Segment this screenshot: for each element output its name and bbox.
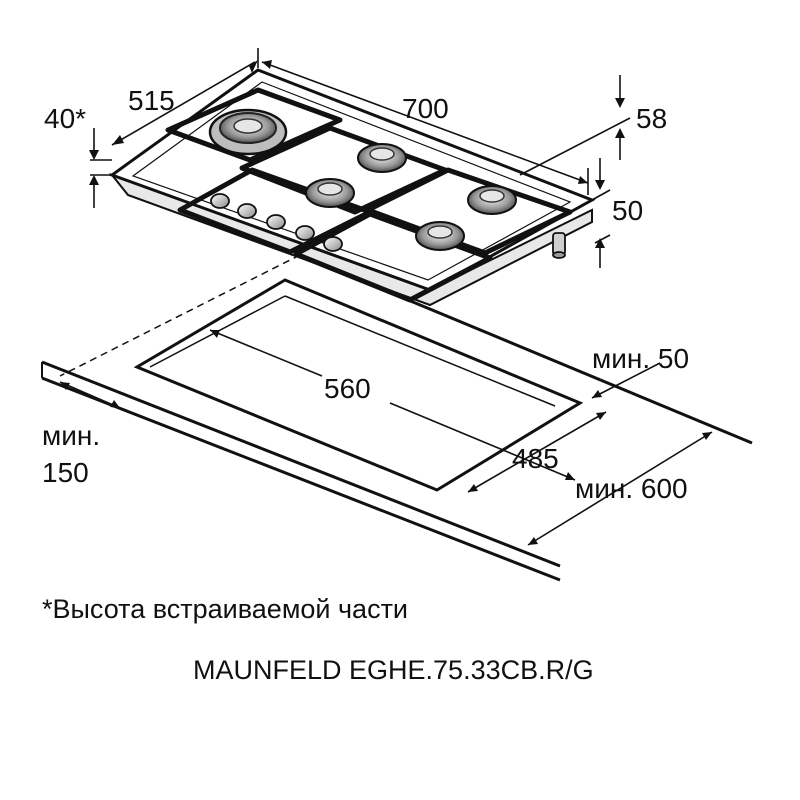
countertop-hidden-edge <box>59 254 301 377</box>
knob-2 <box>237 203 257 219</box>
dim-min-front-line <box>59 381 121 409</box>
grate-right-back <box>365 167 573 256</box>
label-min-front-value: 150 <box>42 457 89 488</box>
dim-width-line <box>261 61 589 184</box>
knob-1 <box>210 193 230 209</box>
countertop-front-edge-bottom <box>41 376 561 582</box>
model-name: MAUNFELD EGHE.75.33CB.R/G <box>193 655 594 685</box>
label-min-side: мин. 50 <box>592 343 689 374</box>
knob-5 <box>323 236 343 252</box>
dim-cutout-depth-line <box>467 411 607 493</box>
dim-side-height-line <box>591 189 611 201</box>
cutout-outline <box>133 278 584 492</box>
label-min-front: мин. <box>42 420 100 451</box>
dimension-lines <box>59 48 713 546</box>
label-side-height: 50 <box>612 195 643 226</box>
gas-connector <box>552 232 566 259</box>
label-depth: 515 <box>128 85 175 116</box>
label-min-depth: мин. 600 <box>575 473 688 504</box>
burner-center-front <box>305 178 355 208</box>
dim-min-side-line <box>591 362 661 399</box>
burner-right-back <box>467 185 517 215</box>
burner-large <box>208 108 288 156</box>
knob-3 <box>266 214 286 230</box>
grate-left <box>165 87 343 163</box>
cutout-inner-edge <box>284 295 556 407</box>
label-top-offset: 58 <box>636 103 667 134</box>
label-width: 700 <box>402 93 449 124</box>
control-knobs <box>210 193 343 252</box>
dim-top-offset-line <box>519 117 631 176</box>
label-cutout-width: 560 <box>324 373 371 404</box>
countertop <box>41 253 753 582</box>
label-height-star: 40* <box>44 103 86 134</box>
knob-4 <box>295 225 315 241</box>
label-cutout-depth: 485 <box>512 443 559 474</box>
cooktop <box>108 68 596 307</box>
dim-cutout-width-line <box>209 329 323 377</box>
countertop-front-edge-top <box>41 360 561 568</box>
dim-min-depth-line <box>527 431 713 546</box>
dimension-arrowheads <box>60 60 712 545</box>
dim-depth-line <box>111 61 256 146</box>
footnote: *Высота встраиваемой части <box>42 594 409 624</box>
burner-right-front <box>415 221 465 251</box>
burner-center-back <box>357 143 407 173</box>
